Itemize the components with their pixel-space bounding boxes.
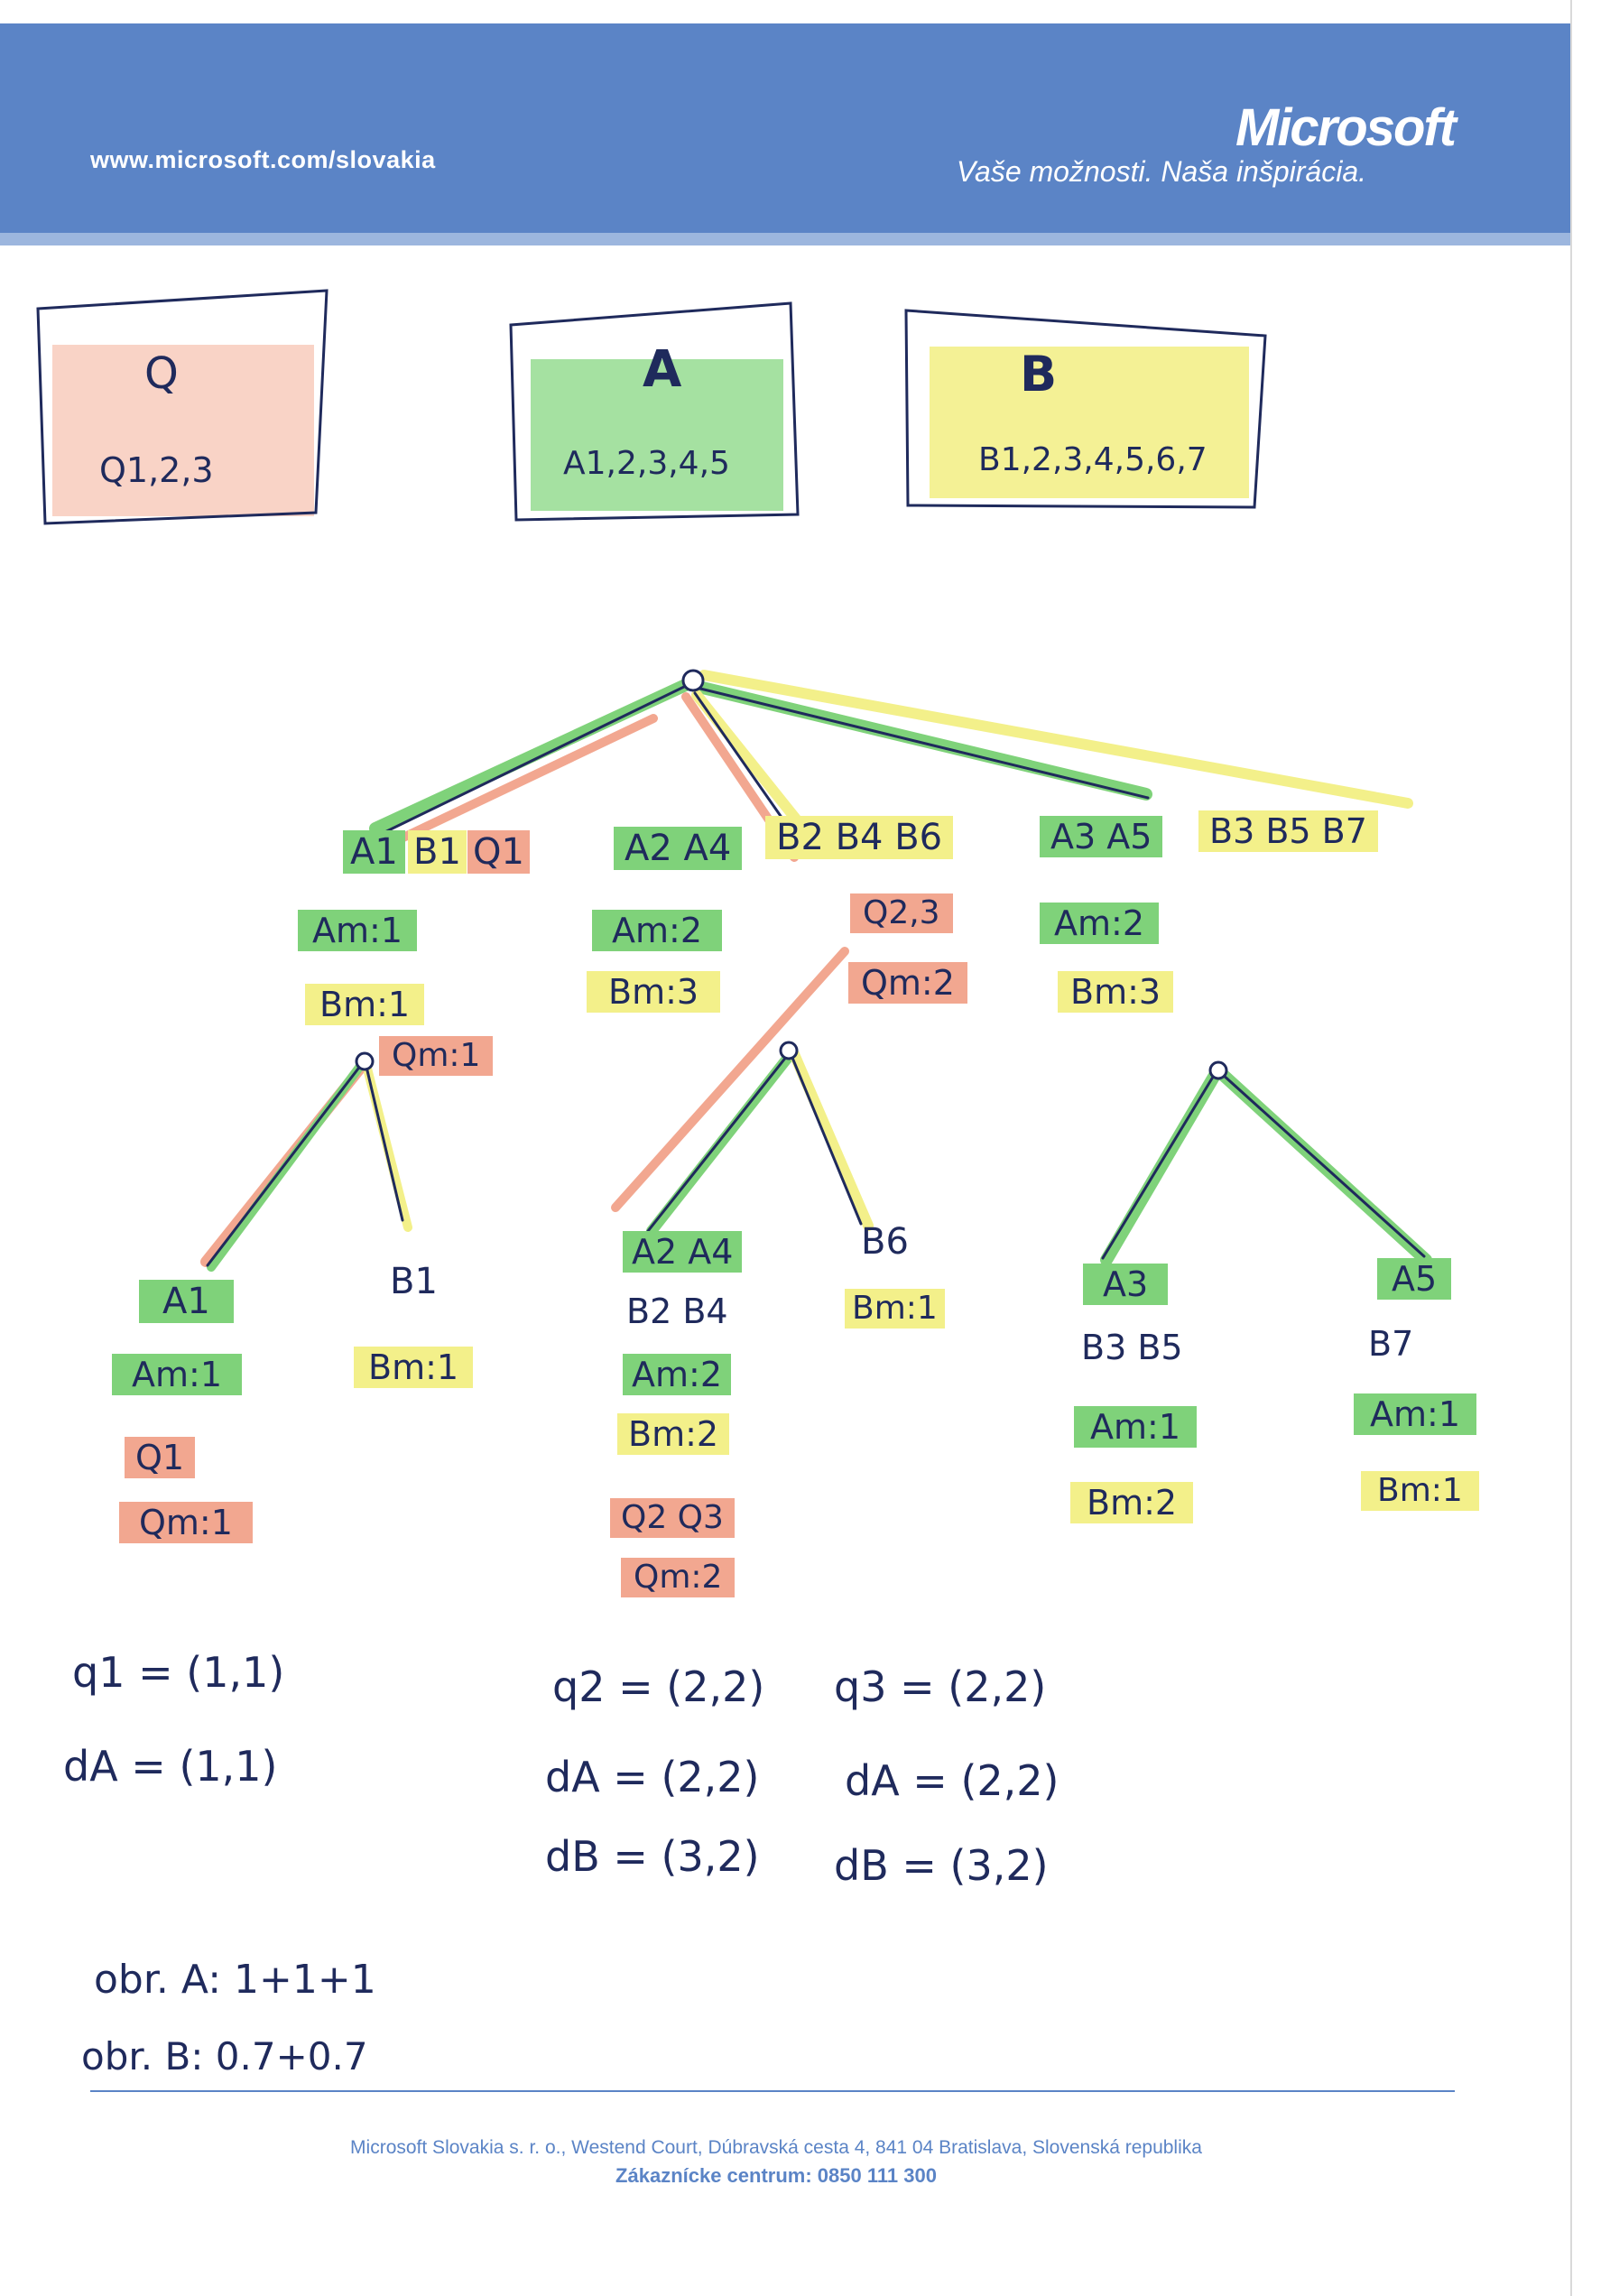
box-b-highlight bbox=[930, 347, 1249, 498]
tree-l2-n3-line2: B2 B4 bbox=[626, 1292, 728, 1331]
result-q3: q3 = (2,2) bbox=[834, 1662, 1047, 1711]
box-a-border bbox=[509, 301, 800, 522]
result-da2: dA = (2,2) bbox=[545, 1753, 760, 1801]
result-q1: q1 = (1,1) bbox=[72, 1648, 285, 1697]
tree-l1-left-am: Am:1 bbox=[298, 910, 417, 951]
box-q-items: Q1,2,3 bbox=[99, 450, 214, 490]
box-a-highlight bbox=[531, 359, 783, 511]
tree-l2-n3-line1: A2 A4 bbox=[623, 1231, 743, 1273]
result-obr-a: obr. A: 1+1+1 bbox=[94, 1957, 376, 2003]
tree-l1-left-item: Q1 bbox=[467, 830, 530, 874]
tree-l2-n5-line1: A3 bbox=[1083, 1264, 1169, 1305]
tree-l1-left-bm: Bm:1 bbox=[305, 984, 425, 1025]
tree-l1-right-bm: Bm:3 bbox=[1058, 971, 1174, 1013]
website-url: www.microsoft.com/slovakia bbox=[90, 146, 436, 173]
tree-l2-n5-bm: Bm:2 bbox=[1070, 1482, 1194, 1523]
tree-l2-n3-qm: Qm:2 bbox=[621, 1558, 736, 1597]
result-q2: q2 = (2,2) bbox=[552, 1662, 765, 1711]
tree-l1-mid-item: B2 B4 B6 bbox=[765, 816, 954, 859]
box-b-items: B1,2,3,4,5,6,7 bbox=[978, 441, 1208, 478]
tree-l2-n3-bm: Bm:2 bbox=[617, 1413, 730, 1455]
tree-l2-n5-am: Am:1 bbox=[1074, 1406, 1197, 1448]
result-da3: dA = (2,2) bbox=[845, 1756, 1059, 1805]
box-b-border bbox=[904, 309, 1267, 509]
result-obr-b: obr. B: 0.7+0.7 bbox=[81, 2034, 368, 2078]
tree-l2-n2-label: B1 bbox=[390, 1261, 438, 1302]
result-db3: dB = (3,2) bbox=[834, 1841, 1049, 1890]
tree-l2-n4-label: B6 bbox=[861, 1221, 909, 1263]
paper-edge bbox=[1570, 0, 1610, 2296]
box-a-title: A bbox=[643, 340, 682, 399]
tree-l2-n1-q: Q1 bbox=[125, 1437, 196, 1478]
tree-l1-left-qm: Qm:1 bbox=[379, 1036, 494, 1076]
tree-l2-n1-label: A1 bbox=[139, 1280, 234, 1323]
tree-l1-mid-q: Q2,3 bbox=[850, 893, 953, 933]
tree-l1-mid-am: Am:2 bbox=[592, 910, 722, 951]
tree-l2-n6-am: Am:1 bbox=[1354, 1393, 1476, 1435]
tree-l1-right-item: B3 B5 B7 bbox=[1198, 810, 1378, 852]
tree-l2-n4-bm: Bm:1 bbox=[845, 1289, 945, 1329]
footer-support: Zákaznícke centrum: 0850 111 300 bbox=[615, 2164, 937, 2187]
box-b-title: B bbox=[1020, 346, 1058, 403]
tree-l1-mid-qm: Qm:2 bbox=[848, 962, 967, 1004]
tree-l2-n5-line2: B3 B5 bbox=[1081, 1328, 1183, 1367]
box-a-items: A1,2,3,4,5 bbox=[563, 445, 730, 482]
box-q-border bbox=[36, 289, 328, 525]
tree-l2-n6-bm: Bm:1 bbox=[1361, 1471, 1479, 1511]
tree-l1-right-am: Am:2 bbox=[1040, 903, 1159, 944]
tree-l2-n1-am: Am:1 bbox=[112, 1354, 242, 1395]
footer-address: Microsoft Slovakia s. r. o., Westend Cou… bbox=[350, 2137, 1202, 2158]
tree-l1-right-item: A3 A5 bbox=[1040, 816, 1163, 857]
footer-divider bbox=[90, 2090, 1455, 2092]
tree-l1-left-item: B1 bbox=[408, 830, 467, 874]
tagline: Vaše možnosti. Naša inšpirácia. bbox=[956, 155, 1366, 188]
tree-l2-n6-line2: B7 bbox=[1368, 1324, 1414, 1364]
letterhead-banner: www.microsoft.com/slovakia Microsoft Vaš… bbox=[0, 23, 1570, 245]
result-db2: dB = (3,2) bbox=[545, 1832, 760, 1881]
tree-l1-mid-item: A2 A4 bbox=[614, 827, 743, 870]
tree-l1-left-item: A1 bbox=[343, 830, 405, 874]
tree-l2-n3-q: Q2 Q3 bbox=[610, 1498, 735, 1538]
box-q-title: Q bbox=[144, 348, 179, 399]
tree-l1-mid-bm: Bm:3 bbox=[587, 971, 721, 1013]
microsoft-logo: Microsoft bbox=[1235, 98, 1457, 157]
tree-l2-n1-qm: Qm:1 bbox=[119, 1502, 253, 1543]
tree-l2-n6-line1: A5 bbox=[1377, 1258, 1452, 1300]
box-q-highlight bbox=[52, 345, 314, 516]
tree-l2-n3-am: Am:2 bbox=[623, 1354, 731, 1395]
tree-l2-n2-bm: Bm:1 bbox=[354, 1347, 474, 1388]
result-da1: dA = (1,1) bbox=[63, 1742, 278, 1791]
